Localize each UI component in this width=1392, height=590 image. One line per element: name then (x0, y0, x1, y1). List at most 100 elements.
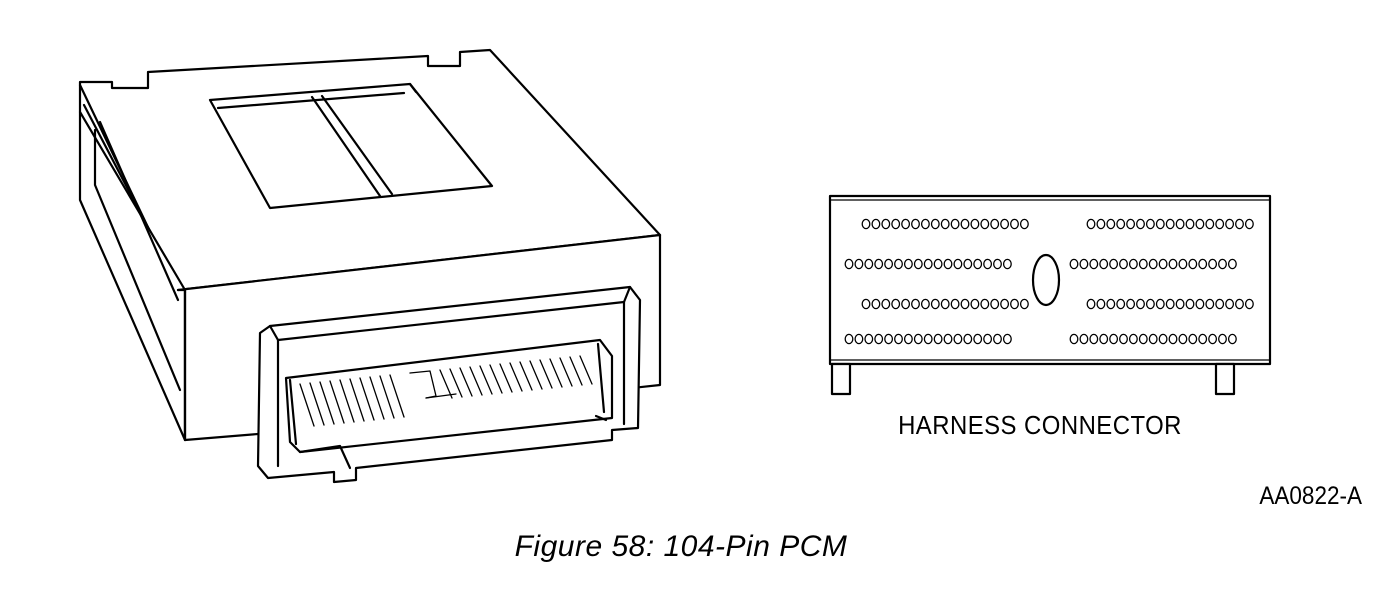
harness-pin-right (1205, 218, 1215, 230)
harness-pin-right (1138, 333, 1148, 345)
harness-pin-right (1106, 218, 1116, 230)
harness-pin-right (1089, 258, 1099, 270)
harness-pin-left (901, 298, 911, 310)
harness-pin-left (891, 218, 901, 230)
harness-pin-right (1218, 258, 1227, 270)
harness-pin-right (1089, 333, 1099, 345)
harness-pin-left (881, 218, 891, 230)
harness-pin-right (1185, 218, 1195, 230)
harness-pin-left (1002, 258, 1012, 270)
harness-pin-left (950, 298, 960, 310)
harness-pin-right (1158, 258, 1168, 270)
harness-pin-left (960, 298, 970, 310)
harness-pin-left (933, 258, 943, 270)
harness-pin-right (1195, 298, 1205, 310)
harness-pin-left (901, 218, 911, 230)
harness-pin-left (993, 258, 1002, 270)
harness-pin-left (884, 258, 894, 270)
harness-pin-left (874, 333, 884, 345)
harness-pin-right (1145, 298, 1155, 310)
harness-pin-right (1198, 258, 1208, 270)
harness-pin-left (1000, 298, 1010, 310)
harness-pin-right (1096, 218, 1106, 230)
harness-pin-left (923, 258, 933, 270)
harness-pin-right (1235, 218, 1244, 230)
harness-pin-left (844, 258, 854, 270)
harness-pin-left (953, 333, 963, 345)
harness-pin-left (973, 333, 983, 345)
harness-pin-left (920, 218, 930, 230)
harness-pin-left (871, 218, 881, 230)
harness-pin-left (1010, 218, 1019, 230)
harness-pin-right (1069, 258, 1079, 270)
harness-pin-right (1175, 218, 1185, 230)
harness-pin-left (864, 333, 874, 345)
harness-pin-left (1000, 218, 1010, 230)
harness-pin-left (990, 298, 1000, 310)
harness-pin-left (970, 298, 980, 310)
harness-connector-body (828, 194, 1272, 366)
harness-pin-left (894, 333, 903, 345)
harness-pin-right (1119, 258, 1128, 270)
harness-connector-foot-right (1214, 362, 1236, 396)
harness-pin-right (1099, 258, 1109, 270)
pcm-connector-shroud (256, 285, 642, 484)
harness-pin-right (1148, 258, 1158, 270)
harness-pin-left (943, 258, 953, 270)
harness-pin-left (953, 258, 963, 270)
harness-pin-left (920, 298, 930, 310)
harness-pin-right (1225, 218, 1235, 230)
harness-pin-left (963, 333, 973, 345)
harness-pin-right (1158, 333, 1168, 345)
pcm-label-recess (208, 82, 494, 210)
harness-pin-left (930, 298, 940, 310)
harness-pin-left (933, 333, 943, 345)
harness-pin-left (891, 298, 901, 310)
harness-pin-right (1079, 333, 1089, 345)
harness-pin-left (881, 298, 891, 310)
harness-pin-right (1116, 218, 1126, 230)
harness-pin-left (923, 333, 933, 345)
harness-pin-right (1195, 218, 1205, 230)
harness-pin-left (871, 298, 881, 310)
harness-pin-left (884, 333, 894, 345)
harness-pin-left (854, 333, 864, 345)
harness-pin-left (1019, 298, 1029, 310)
harness-pin-right (1119, 333, 1128, 345)
harness-pin-left (913, 333, 923, 345)
harness-pin-right (1205, 298, 1215, 310)
harness-pin-left (943, 333, 953, 345)
harness-pin-right (1128, 258, 1138, 270)
harness-connector-label: HARNESS CONNECTOR (898, 410, 1182, 440)
harness-pin-right (1185, 298, 1195, 310)
harness-pin-left (861, 298, 871, 310)
harness-pin-right (1175, 298, 1185, 310)
harness-pin-right (1109, 258, 1119, 270)
harness-pin-right (1155, 298, 1165, 310)
harness-pin-right (1126, 218, 1136, 230)
harness-pin-right (1215, 298, 1225, 310)
harness-pin-left (930, 218, 940, 230)
harness-pin-right (1227, 258, 1237, 270)
harness-pin-left (1010, 298, 1019, 310)
harness-pin-left (973, 258, 983, 270)
harness-pin-right (1198, 333, 1208, 345)
harness-pin-right (1109, 333, 1119, 345)
harness-pin-right (1225, 298, 1235, 310)
harness-pin-left (983, 258, 993, 270)
harness-pin-right (1188, 258, 1198, 270)
harness-pin-right (1208, 258, 1218, 270)
harness-pin-right (1244, 218, 1254, 230)
harness-pin-left (983, 333, 993, 345)
harness-pin-left (940, 218, 950, 230)
harness-pin-right (1178, 333, 1188, 345)
harness-pin-left (903, 258, 913, 270)
harness-pin-right (1128, 333, 1138, 345)
harness-pin-right (1086, 218, 1096, 230)
harness-pin-left (894, 258, 903, 270)
harness-pin-right (1188, 333, 1198, 345)
harness-pin-right (1096, 298, 1106, 310)
harness-connector-pins (844, 218, 1254, 345)
harness-pin-right (1244, 298, 1254, 310)
harness-pin-left (1019, 218, 1029, 230)
